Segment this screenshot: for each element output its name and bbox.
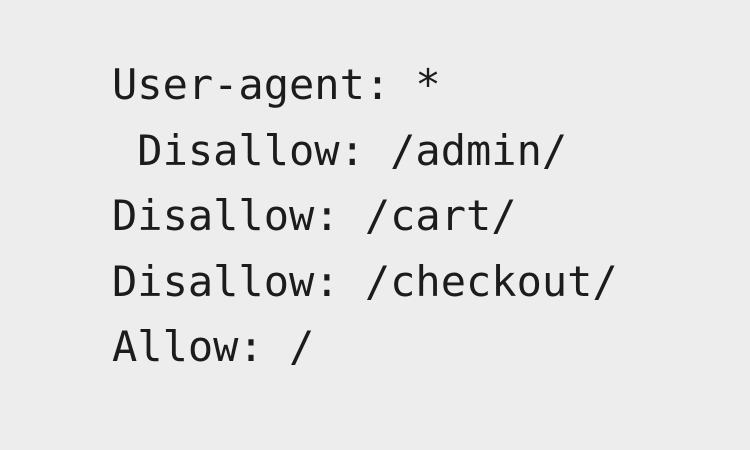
code-line-allow-root: Allow: / — [112, 322, 315, 371]
robots-txt-content: User-agent: * Disallow: /admin/Disallow:… — [112, 52, 618, 380]
code-line-disallow-admin: Disallow: /admin/ — [112, 125, 568, 175]
code-line-disallow-cart: Disallow: /cart/ — [112, 191, 517, 240]
code-line-user-agent: User-agent: * — [112, 60, 441, 109]
code-line-disallow-checkout: Disallow: /checkout/ — [112, 256, 618, 306]
